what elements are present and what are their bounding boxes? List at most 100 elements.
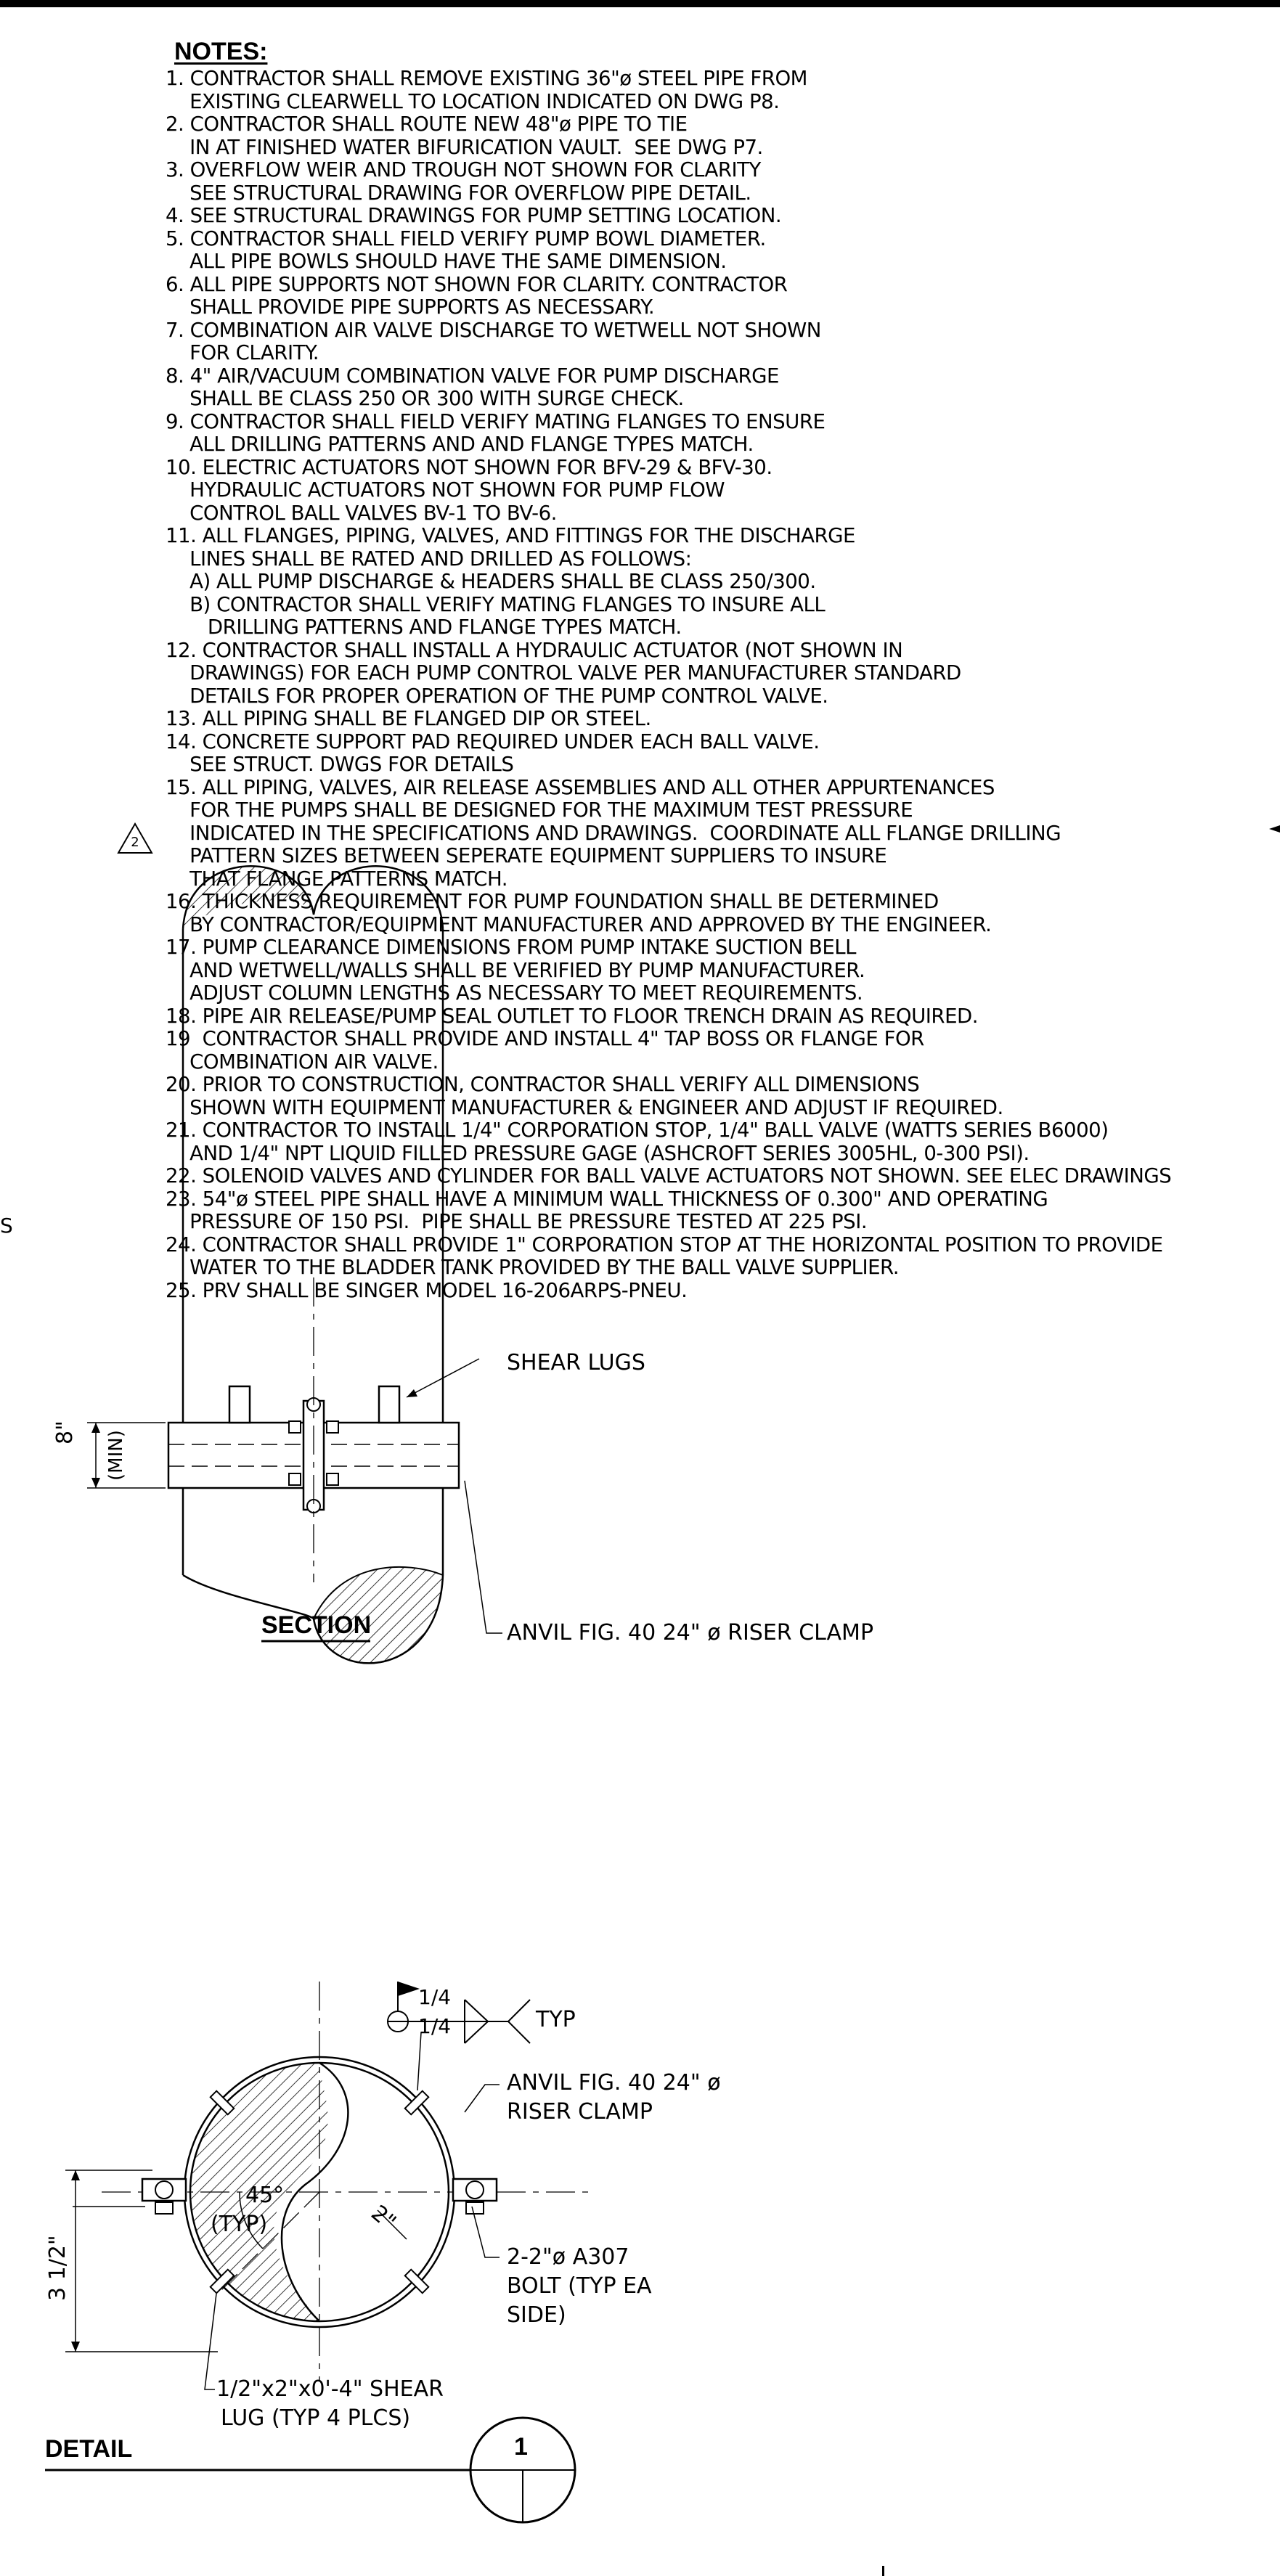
note-line: 14. CONCRETE SUPPORT PAD REQUIRED UNDER …: [166, 729, 820, 753]
label-shear-lugs: SHEAR LUGS: [507, 1350, 645, 1375]
shear-lug-right: [378, 1385, 401, 1424]
label-dim-8: 8": [52, 1420, 78, 1444]
shear-lug: [209, 2090, 235, 2116]
notes-list: 1. CONTRACTOR SHALL REMOVE EXISTING 36"ø…: [166, 66, 1172, 1302]
note-line: FOR THE PUMPS SHALL BE DESIGNED FOR THE …: [166, 798, 913, 822]
note-line: 18. PIPE AIR RELEASE/PUMP SEAL OUTLET TO…: [166, 1003, 979, 1028]
label-dim-3-half: 3 1/2": [45, 2235, 70, 2301]
pipe-break-top-hatch: [183, 866, 314, 929]
note-line: 23. 54"ø STEEL PIPE SHALL HAVE A MINIMUM…: [166, 1186, 1048, 1211]
arrow-left-icon: [1269, 825, 1280, 833]
shear-lug-left: [228, 1385, 251, 1424]
note-line: 17. PUMP CLEARANCE DIMENSIONS FROM PUMP …: [166, 935, 857, 959]
label-bolt-line3: SIDE): [507, 2302, 566, 2328]
note-line: FOR CLARITY.: [166, 340, 319, 364]
note-line: PATTERN SIZES BETWEEN SEPERATE EQUIPMENT…: [166, 843, 887, 867]
weld-typ-label: TYP: [536, 2007, 576, 2032]
note-line: AND WETWELL/WALLS SHALL BE VERIFIED BY P…: [166, 957, 865, 982]
note-line: 8. 4" AIR/VACUUM COMBINATION VALVE FOR P…: [166, 363, 779, 388]
weld-tail-icon: [507, 1999, 531, 2044]
note-line: WATER TO THE BLADDER TANK PROVIDED BY TH…: [166, 1255, 900, 1279]
note-line: EXISTING CLEARWELL TO LOCATION INDICATED…: [166, 89, 780, 113]
note-line: 5. CONTRACTOR SHALL FIELD VERIFY PUMP BO…: [166, 226, 766, 250]
field-weld-flag-icon: [398, 1982, 420, 1996]
notes-heading: NOTES:: [174, 38, 268, 65]
note-line: DETAILS FOR PROPER OPERATION OF THE PUMP…: [166, 683, 828, 708]
label-angle-45: 45°: [245, 2183, 285, 2208]
leader-bolt: [471, 2206, 500, 2258]
note-line: SEE STRUCT. DWGS FOR DETAILS: [166, 752, 514, 776]
note-line: IN AT FINISHED WATER BIFURICATION VAULT.…: [166, 134, 763, 159]
note-line: INDICATED IN THE SPECIFICATIONS AND DRAW…: [166, 820, 1061, 845]
bolt-head: [326, 1420, 339, 1434]
label-clamp-line2: RISER CLAMP: [507, 2099, 653, 2125]
revision-triangle: 2: [116, 822, 154, 855]
pipe-break-bottom-hatch: [312, 1566, 444, 1664]
bolt-head: [288, 1420, 301, 1434]
note-line: PRESSURE OF 150 PSI. PIPE SHALL BE PRESS…: [166, 1209, 868, 1233]
note-line: B) CONTRACTOR SHALL VERIFY MATING FLANGE…: [166, 592, 826, 616]
note-line: DRAWINGS) FOR EACH PUMP CONTROL VALVE PE…: [166, 661, 961, 684]
note-line: 20. PRIOR TO CONSTRUCTION, CONTRACTOR SH…: [166, 1072, 920, 1096]
section-title: SECTION: [261, 1611, 372, 1639]
note-line: 24. CONTRACTOR SHALL PROVIDE 1" CORPORAT…: [166, 1232, 1163, 1256]
label-dim-min: (MIN): [105, 1430, 127, 1481]
note-line: ALL DRILLING PATTERNS AND AND FLANGE TYP…: [166, 432, 754, 456]
note-line: SHOWN WITH EQUIPMENT MANUFACTURER & ENGI…: [166, 1095, 1003, 1119]
shear-lug: [404, 2090, 430, 2116]
note-line: 25. PRV SHALL BE SINGER MODEL 16-206ARPS…: [166, 1277, 688, 1302]
note-line: HYDRAULIC ACTUATORS NOT SHOWN FOR PUMP F…: [166, 478, 725, 502]
note-line: COMBINATION AIR VALVE.: [166, 1049, 439, 1074]
note-line: 4. SEE STRUCTURAL DRAWINGS FOR PUMP SETT…: [166, 203, 782, 227]
note-line: 13. ALL PIPING SHALL BE FLANGED DIP OR S…: [166, 706, 651, 730]
cropped-label-fragment: S: [0, 1214, 13, 1238]
section-view: [87, 865, 502, 1664]
note-line: AND 1/4" NPT LIQUID FILLED PRESSURE GAGE…: [166, 1140, 1030, 1165]
note-line: 6. ALL PIPE SUPPORTS NOT SHOWN FOR CLARI…: [166, 271, 788, 296]
bolt-left: [155, 2180, 174, 2199]
revision-triangle-icon: [117, 822, 153, 854]
label-bolt-line2: BOLT (TYP EA: [507, 2273, 652, 2299]
bolt-head: [288, 1473, 301, 1486]
note-line: 3. OVERFLOW WEIR AND TROUGH NOT SHOWN FO…: [166, 158, 761, 181]
weld-size-bottom: 1/4: [418, 2014, 452, 2038]
label-clamp-line1: ANVIL FIG. 40 24" ø: [507, 2070, 721, 2095]
note-line: A) ALL PUMP DISCHARGE & HEADERS SHALL BE…: [166, 569, 816, 593]
border-top-line: [0, 0, 1280, 7]
weld-size-top: 1/4: [418, 1985, 452, 2009]
label-lug-line1: 1/2"x2"x0'-4" SHEAR: [216, 2376, 444, 2402]
border-tick: [882, 2566, 884, 2576]
note-line: ALL PIPE BOWLS SHOULD HAVE THE SAME DIME…: [166, 249, 727, 273]
note-line: 9. CONTRACTOR SHALL FIELD VERIFY MATING …: [166, 409, 826, 433]
bolt-right: [465, 2180, 484, 2199]
leader-shear-lugs: [406, 1358, 480, 1398]
detail-title: DETAIL: [45, 2435, 133, 2463]
label-bolt-line1: 2-2"ø A307: [507, 2244, 629, 2270]
note-line: 1. CONTRACTOR SHALL REMOVE EXISTING 36"ø…: [166, 66, 807, 90]
note-line: 15. ALL PIPING, VALVES, AIR RELEASE ASSE…: [166, 774, 995, 799]
revision-number: 2: [131, 835, 139, 850]
note-line: ADJUST COLUMN LENGTHS AS NECESSARY TO ME…: [166, 981, 863, 1005]
note-line: 22. SOLENOID VALVES AND CYLINDER FOR BAL…: [166, 1164, 1172, 1187]
note-line: 19 CONTRACTOR SHALL PROVIDE AND INSTALL …: [166, 1026, 924, 1050]
label-riser-clamp: ANVIL FIG. 40 24" ø RISER CLAMP: [507, 1620, 874, 1645]
leader-riser-clamp-detail: [464, 2084, 500, 2113]
shear-lug: [404, 2268, 430, 2294]
note-line: DRILLING PATTERNS AND FLANGE TYPES MATCH…: [166, 615, 682, 639]
note-line: CONTROL BALL VALVES BV-1 TO BV-6.: [166, 500, 557, 525]
note-line: BY CONTRACTOR/EQUIPMENT MANUFACTURER AND…: [166, 912, 992, 936]
note-line: SHALL BE CLASS 250 OR 300 WITH SURGE CHE…: [166, 386, 684, 410]
detail-view: [45, 1982, 595, 2524]
note-line: 12. CONTRACTOR SHALL INSTALL A HYDRAULIC…: [166, 637, 903, 662]
note-line: 11. ALL FLANGES, PIPING, VALVES, AND FIT…: [166, 523, 855, 547]
leader-shear-lug: [204, 2293, 217, 2390]
label-angle-typ: (TYP): [211, 2212, 268, 2237]
fillet-weld-icon: [464, 1999, 489, 2044]
shear-lug: [209, 2268, 235, 2294]
note-line: 2. CONTRACTOR SHALL ROUTE NEW 48"ø PIPE …: [166, 112, 688, 136]
angle-arc: [239, 2191, 264, 2249]
note-line: LINES SHALL BE RATED AND DRILLED AS FOLL…: [166, 546, 692, 571]
detail-number: 1: [514, 2433, 528, 2461]
note-line: SHALL PROVIDE PIPE SUPPORTS AS NECESSARY…: [166, 295, 655, 319]
note-line: 10. ELECTRIC ACTUATORS NOT SHOWN FOR BFV…: [166, 454, 773, 479]
